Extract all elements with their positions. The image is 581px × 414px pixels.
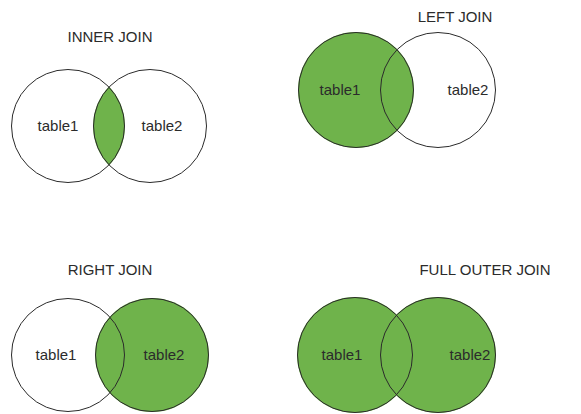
table-label: table1 <box>38 117 79 135</box>
table-circle: table2 <box>380 297 496 413</box>
table-circle: table1 <box>11 298 125 412</box>
table-label: table1 <box>36 346 77 364</box>
table-circle: table2 <box>95 298 209 412</box>
table-label: table2 <box>450 346 491 364</box>
join-title: LEFT JOIN <box>418 8 493 26</box>
table-circle: table2 <box>93 69 207 183</box>
circle-outline <box>12 299 125 412</box>
table-label: table1 <box>320 81 361 99</box>
table-circle: table1 <box>11 69 125 183</box>
circle-outline <box>298 298 413 413</box>
table-circle: table1 <box>297 297 413 413</box>
table-circle: table2 <box>380 32 496 148</box>
right-fill <box>95 298 209 412</box>
join-title: FULL OUTER JOIN <box>419 261 550 279</box>
circle-outline <box>94 70 207 183</box>
circle-outline <box>96 299 209 412</box>
join-title: RIGHT JOIN <box>68 261 153 279</box>
table-label: table2 <box>142 117 183 135</box>
table-label: table2 <box>448 81 489 99</box>
full-fill <box>380 297 496 413</box>
intersection-fill <box>11 69 125 183</box>
table-label: table1 <box>322 346 363 364</box>
circle-outline <box>381 33 496 148</box>
table-label: table2 <box>144 346 185 364</box>
join-title: INNER JOIN <box>67 28 152 46</box>
circle-outline <box>381 298 496 413</box>
circle-outline <box>12 70 125 183</box>
